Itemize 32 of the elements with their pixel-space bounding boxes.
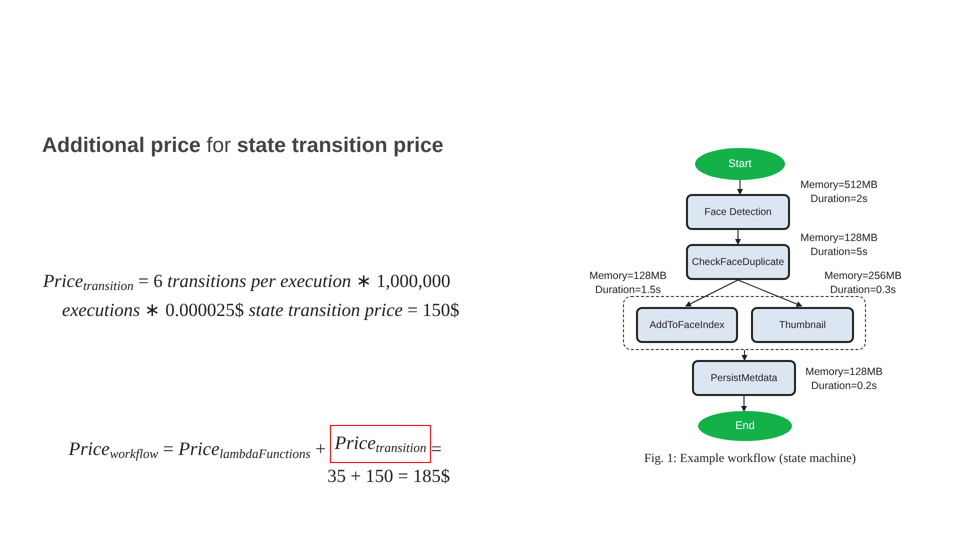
resource-annotation: Memory=128MB Duration=5s: [799, 231, 879, 259]
resource-annotation: Memory=128MB Duration=1.5s: [588, 269, 668, 297]
formula-text: Price$_{transition}$ = 6 transitions per execution ∗ 1,000,000 executions ∗ 0.000025$ state transition price = 150$: [43, 271, 460, 323]
formula-text: Price$_{workflow}$ = Price$_{lambdaFunctions}$ +: [68, 438, 326, 464]
node-label: End: [735, 418, 755, 434]
arrow: [738, 280, 802, 307]
state-box: [751, 307, 854, 343]
formula-text: =: [431, 438, 443, 462]
resource-annotation: Memory=512MB Duration=2s: [799, 178, 879, 206]
arrow: [741, 396, 747, 412]
resource-annotation: Memory=128MB Duration=0.2s: [804, 365, 884, 393]
state-box: [686, 194, 790, 230]
slide-title: Additional price for state transition price: [42, 133, 444, 159]
arrow: [737, 180, 743, 195]
figure-caption: Fig. 1: Example workflow (state machine): [643, 450, 857, 467]
state-box: [636, 307, 738, 343]
node-label: Thumbnail: [779, 318, 826, 332]
arrow: [742, 350, 748, 361]
node-label: CheckFaceDuplicate: [692, 256, 784, 270]
resource-annotation: Memory=256MB Duration=0.3s: [823, 269, 903, 297]
formula-text: 35 + 150 = 185$: [326, 466, 450, 489]
node-label: Start: [728, 156, 752, 172]
arrow: [685, 280, 738, 306]
parallel-group-box: [623, 296, 866, 350]
state-box: [686, 244, 790, 280]
node-label: Price$_{transition}$: [334, 432, 426, 457]
arrow: [735, 230, 741, 245]
state-box: [692, 360, 796, 396]
node-label: AddToFaceIndex: [649, 318, 725, 332]
node-label: Face Detection: [704, 206, 772, 220]
highlight-box: [330, 425, 431, 463]
node-label: PersistMetdata: [710, 372, 778, 386]
